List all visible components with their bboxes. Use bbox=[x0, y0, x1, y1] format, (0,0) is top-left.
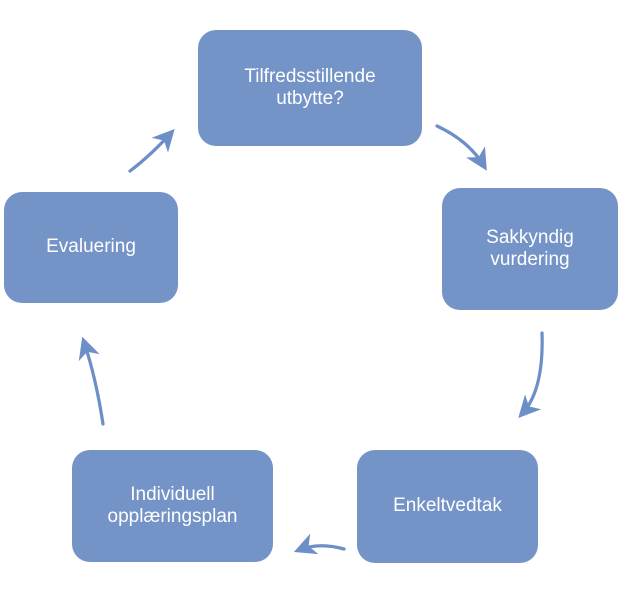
curved-arrow-left-to-top bbox=[128, 128, 175, 173]
curved-arrow-bottom-right-to-bottom-left bbox=[293, 533, 346, 555]
node-evaluering: Evaluering bbox=[4, 192, 178, 303]
node-label: Tilfredsstillende utbytte? bbox=[244, 65, 376, 109]
node-tilfredsstillende-utbytte: Tilfredsstillende utbytte? bbox=[198, 30, 422, 146]
node-label: Evaluering bbox=[46, 236, 136, 258]
node-label: Individuell opplæringsplan bbox=[107, 483, 238, 527]
node-label: Enkeltvedtak bbox=[393, 495, 502, 517]
curved-arrow-right-to-bottom-right bbox=[518, 331, 544, 419]
curved-arrow-bottom-left-to-left bbox=[78, 336, 105, 426]
node-label: Sakkyndig vurdering bbox=[486, 226, 574, 270]
node-sakkyndig-vurdering: Sakkyndig vurdering bbox=[442, 188, 618, 310]
node-individuell-opplaeringsplan: Individuell opplæringsplan bbox=[72, 450, 273, 562]
node-enkeltvedtak: Enkeltvedtak bbox=[357, 450, 538, 563]
curved-arrow-top-to-right bbox=[435, 124, 487, 171]
